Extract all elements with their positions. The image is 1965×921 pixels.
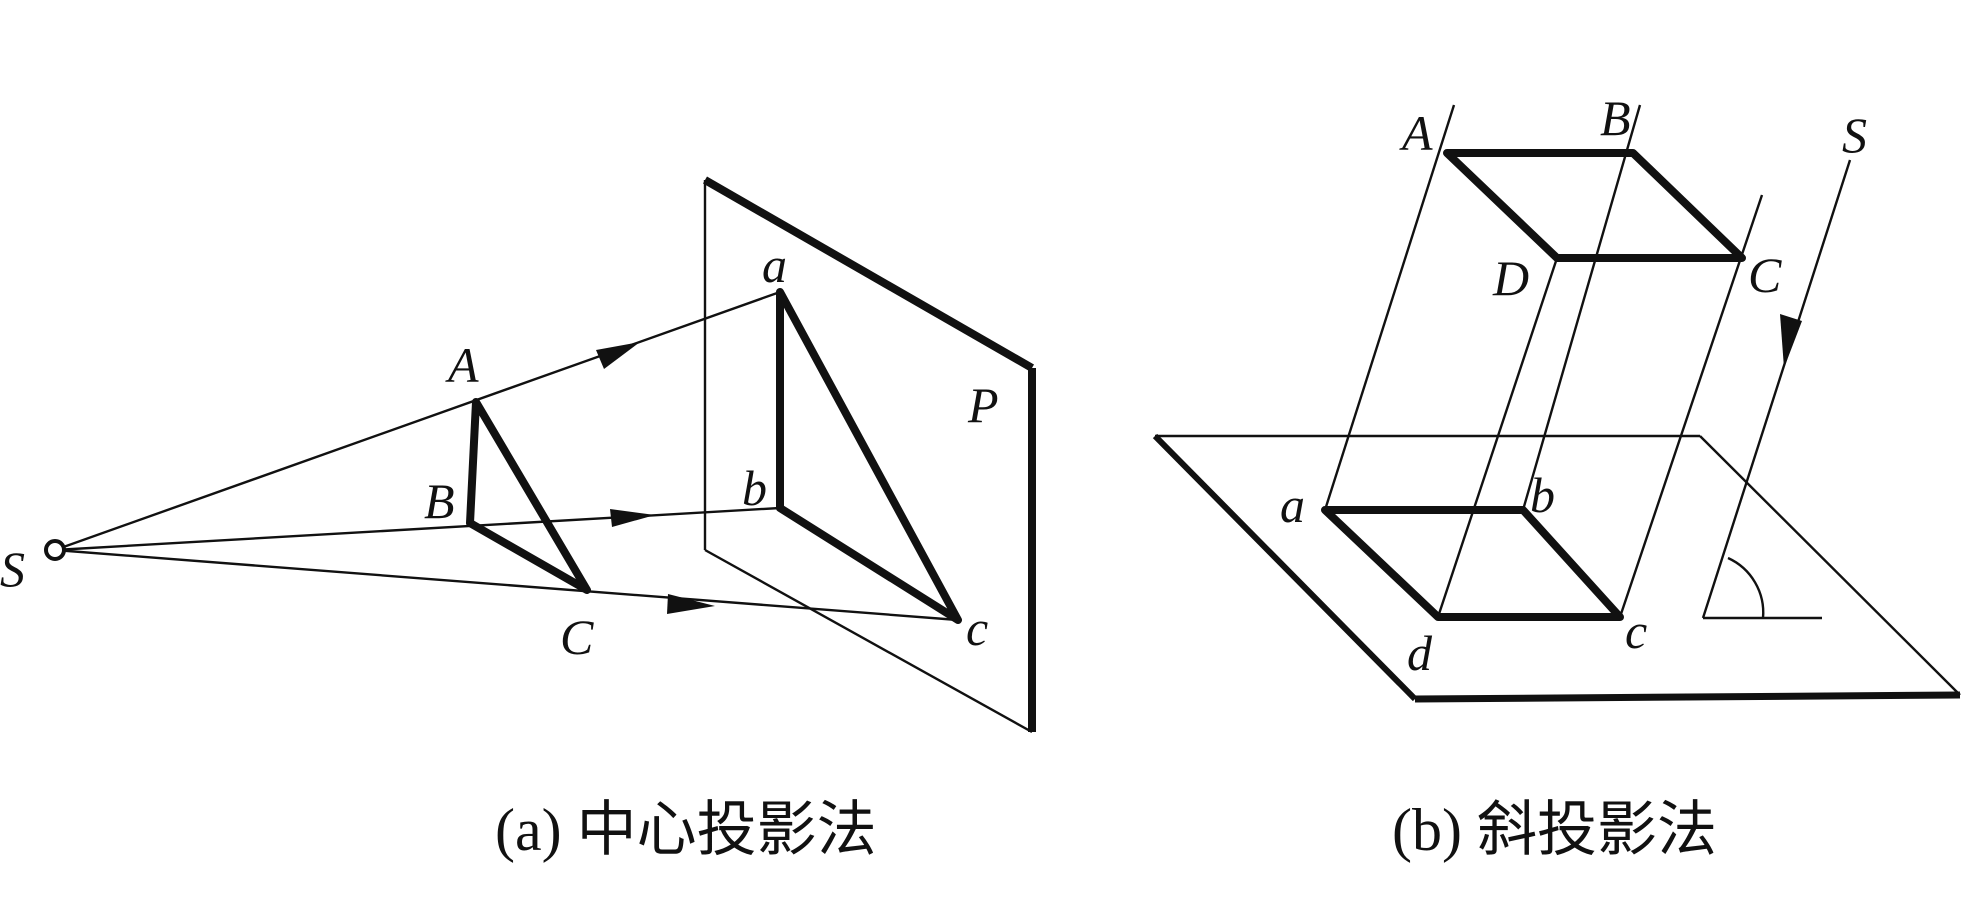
label-s: S bbox=[0, 541, 25, 597]
label-C-upper: C bbox=[1748, 247, 1782, 303]
arrow-ray-a bbox=[596, 342, 640, 369]
object-parallelogram-abcd bbox=[1443, 149, 1746, 262]
panel-a-central-projection: S A B C a b c P (a) 中心投影法 bbox=[0, 176, 1036, 863]
projected-triangle-abc bbox=[776, 288, 962, 624]
label-c-lower: c bbox=[1625, 603, 1647, 659]
arrow-ray-c bbox=[667, 594, 715, 614]
plane-p-top-edge bbox=[703, 176, 1034, 372]
label-S-direction: S bbox=[1842, 107, 1867, 163]
proj-line-C-c bbox=[1618, 194, 1764, 618]
ray-s-to-b bbox=[54, 506, 781, 552]
ground-plane-right-edge bbox=[1699, 435, 1961, 696]
label-P: P bbox=[967, 377, 999, 433]
object-triangle-abc bbox=[466, 398, 591, 594]
label-a-lower: a bbox=[1280, 477, 1305, 533]
label-b: b bbox=[742, 460, 767, 516]
ray-s-to-a bbox=[54, 290, 781, 552]
label-A-upper: A bbox=[1399, 105, 1433, 161]
caption-a: (a) 中心投影法 bbox=[495, 797, 877, 863]
proj-line-A-a bbox=[1323, 104, 1456, 511]
label-B-upper: B bbox=[1600, 90, 1631, 146]
plane-p-bottom-edge bbox=[704, 548, 1033, 734]
label-C: C bbox=[560, 609, 594, 665]
proj-line-D-d bbox=[1436, 257, 1559, 618]
ray-s-to-c bbox=[54, 548, 959, 622]
angle-arc bbox=[1727, 556, 1765, 619]
ground-plane-left-edge bbox=[1152, 433, 1418, 702]
arrow-ray-b bbox=[610, 509, 655, 527]
label-A: A bbox=[445, 337, 479, 393]
label-c: c bbox=[966, 600, 988, 656]
projection-center-s bbox=[44, 539, 66, 561]
direction-s-line bbox=[1701, 159, 1852, 619]
projected-parallelogram-abcd bbox=[1321, 506, 1624, 621]
label-b-lower: b bbox=[1530, 467, 1555, 523]
caption-b: (b) 斜投影法 bbox=[1392, 797, 1717, 863]
direction-s-arrow bbox=[1780, 314, 1802, 368]
label-B: B bbox=[424, 473, 455, 529]
ground-plane-front-edge bbox=[1414, 691, 1961, 703]
panel-b-oblique-projection: A B C D S a b c d (b) 斜投影法 bbox=[1152, 90, 1961, 863]
label-d-lower: d bbox=[1407, 625, 1433, 681]
label-a: a bbox=[762, 237, 787, 293]
proj-line-B-b bbox=[1521, 104, 1642, 511]
label-D-upper: D bbox=[1492, 250, 1529, 306]
